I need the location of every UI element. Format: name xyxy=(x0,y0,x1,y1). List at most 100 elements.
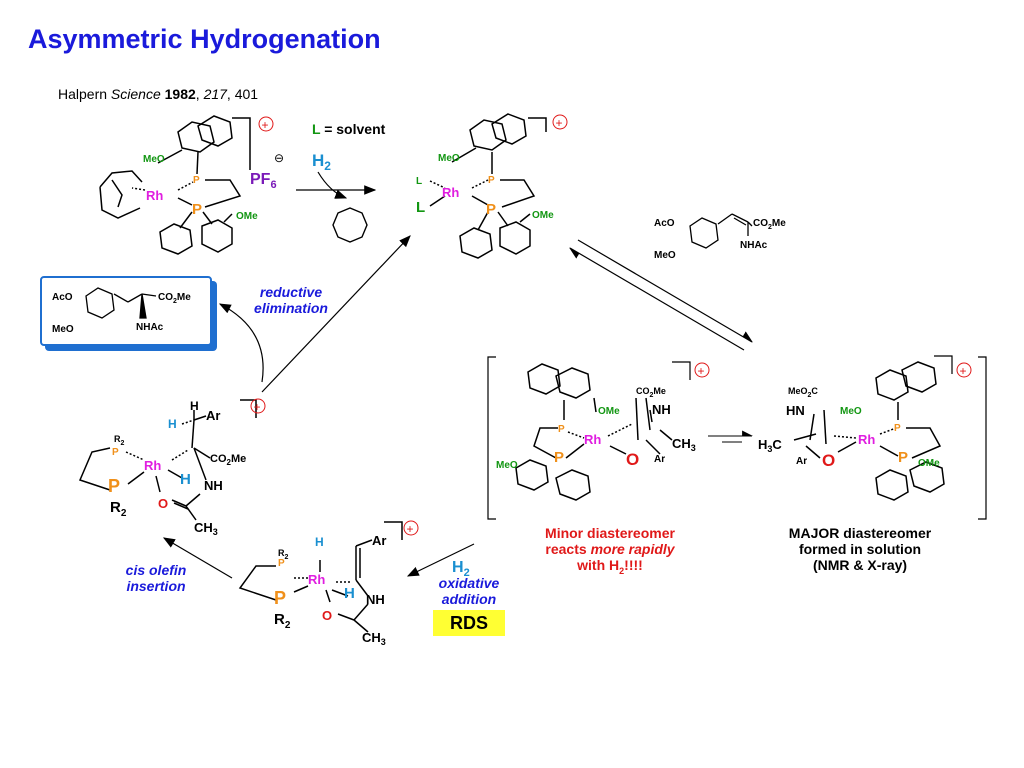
phosphorus-label: P xyxy=(486,201,496,218)
caption-line: reacts more rapidly xyxy=(545,541,675,557)
plus-label: + xyxy=(262,118,269,132)
caption-line: elimination xyxy=(254,300,328,316)
phosphorus-label: P xyxy=(898,449,908,466)
caption-line: (NMR & X-ray) xyxy=(812,557,908,573)
ester-label: CO2Me xyxy=(158,292,191,305)
phosphorus-label: P xyxy=(274,588,286,608)
oxygen-label: O xyxy=(158,496,168,511)
amide-hn-label: HN xyxy=(786,403,805,418)
caption-line: with H2!!!! xyxy=(577,557,643,576)
ester-label: MeO2C xyxy=(788,386,818,399)
solvated-catalyst-labels: Rh P P L L MeO OMe + xyxy=(416,114,568,221)
rhodium-label: Rh xyxy=(308,572,325,587)
r2-label: R2 xyxy=(278,548,289,561)
methoxy-label: OMe xyxy=(236,211,258,222)
acetoxy-label: AcO xyxy=(52,292,73,303)
phosphorus-label: P xyxy=(894,423,901,434)
cis-olefin-insertion-label: cis olefin insertion xyxy=(108,562,204,594)
minor-diastereomer xyxy=(515,363,673,501)
cation-charge-icon xyxy=(250,398,266,414)
rhodium-label: Rh xyxy=(858,432,875,447)
oxygen-label: O xyxy=(322,608,332,623)
hydride-label: H xyxy=(180,471,191,488)
plus-label: + xyxy=(556,116,563,130)
phosphorus-label: P xyxy=(193,175,200,186)
interconversion-arrows xyxy=(708,430,754,443)
h2-label: H2 xyxy=(312,151,331,173)
cation-charge-icon xyxy=(403,520,419,536)
cation-charge-icon xyxy=(552,114,568,130)
plus-label: + xyxy=(960,364,967,378)
phosphorus-label: P xyxy=(112,447,119,458)
citation-volume: 217 xyxy=(203,86,227,102)
binding-equilibrium-arrows xyxy=(568,239,754,351)
rhodium-label: Rh xyxy=(144,458,161,473)
dihydride-intermediate xyxy=(238,521,403,633)
rhodium-label: Rh xyxy=(584,432,601,447)
caption-line: MAJOR diastereomer xyxy=(788,525,932,541)
minor-diastereomer-caption: Minor diastereomer reacts more rapidly w… xyxy=(520,525,700,579)
product-labels: AcO MeO CO2Me NHAc xyxy=(52,292,191,335)
aryl-label: Ar xyxy=(654,454,665,465)
methoxy-label: MeO xyxy=(840,406,862,417)
anion-charge-icon: ⊖ xyxy=(274,151,284,165)
diastereomer-brackets xyxy=(487,355,987,520)
amide-nh-label: NH xyxy=(652,402,671,417)
acetamido-label: NHAc xyxy=(740,240,768,251)
acetamido-label: NHAc xyxy=(136,322,164,333)
citation: Halpern Science 1982, 217, 401 xyxy=(58,86,259,102)
methoxy-label: OMe xyxy=(532,210,554,221)
aryl-label: Ar xyxy=(796,456,807,467)
phosphorus-label: P xyxy=(192,201,202,218)
aryl-label: Ar xyxy=(372,533,386,548)
cation-charge-icon xyxy=(258,116,274,132)
precatalyst-complex xyxy=(99,115,251,255)
citation-year: 1982 xyxy=(164,86,196,102)
hydride-label: H xyxy=(315,535,324,549)
amide-nh-label: NH xyxy=(204,478,223,493)
plus-label: + xyxy=(254,400,261,414)
caption-line: formed in solution xyxy=(798,541,922,557)
methoxy-label: MeO xyxy=(496,460,518,471)
phosphorus-label: P xyxy=(488,175,495,186)
methoxy-label: MeO xyxy=(654,250,676,261)
methyl-label: CH3 xyxy=(362,630,386,647)
acetoxy-label: AcO xyxy=(654,218,675,229)
methoxy-label: MeO xyxy=(52,324,74,335)
enamide-substrate xyxy=(689,213,753,249)
major-diastereomer-labels: Rh P P MeO OMe MeO2C HN H3C O Ar + xyxy=(758,362,972,470)
ligand-l-label: L xyxy=(416,176,422,187)
major-diastereomer-caption: MAJOR diastereomer formed in solution (N… xyxy=(770,525,950,573)
product-structure xyxy=(85,287,157,319)
methyl-label: CH3 xyxy=(194,520,218,537)
methoxy-label: MeO xyxy=(143,154,165,165)
pf6-label: PF6 xyxy=(250,171,277,191)
methoxy-label: MeO xyxy=(438,153,460,164)
methyl-label: CH3 xyxy=(672,436,696,453)
alkyl-hydride-labels: Rh P P R2 R2 H H H Ar CO2Me NH O CH3 + xyxy=(108,398,266,537)
enamide-labels: AcO MeO CO2Me NHAc xyxy=(654,218,786,261)
ester-label: CO2Me xyxy=(636,386,666,399)
page-title: Asymmetric Hydrogenation xyxy=(28,24,381,54)
precatalyst-labels: Rh P P MeO OMe + ⊖ PF6 xyxy=(143,116,284,222)
citation-page: , 401 xyxy=(226,86,259,102)
phosphorus-label: P xyxy=(278,558,285,569)
solvent-note: L = solvent xyxy=(312,121,386,137)
reductive-elimination-label: reductive elimination xyxy=(236,284,346,316)
caption-line: addition xyxy=(441,591,497,607)
oxygen-label: O xyxy=(626,450,639,469)
ester-label: CO2Me xyxy=(753,218,786,231)
cation-charge-icon xyxy=(694,362,710,378)
cation-charge-icon xyxy=(956,362,972,378)
plus-label: + xyxy=(698,364,705,378)
aryl-label: Ar xyxy=(206,408,220,423)
amide-nh-label: NH xyxy=(366,592,385,607)
phosphorus-label: P xyxy=(554,449,564,466)
oxidative-addition-label: oxidative addition xyxy=(424,575,514,607)
rhodium-label: Rh xyxy=(146,188,163,203)
hydrogen-label: H xyxy=(190,399,199,413)
r2-label: R2 xyxy=(114,434,125,447)
methyl-label: H3C xyxy=(758,437,782,454)
ligand-l-label: L xyxy=(416,199,425,216)
